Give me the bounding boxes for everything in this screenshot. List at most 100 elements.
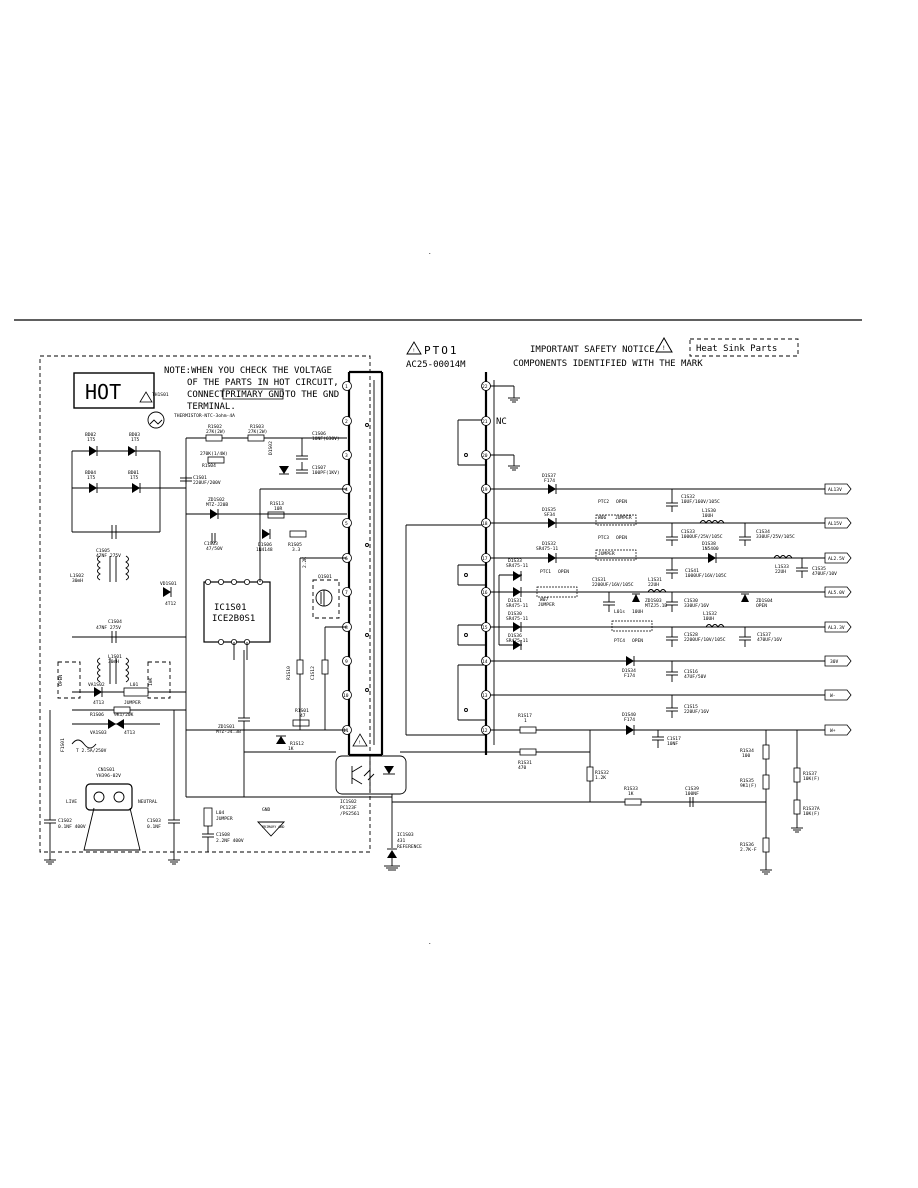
svg-text:AL5.0V: AL5.0V: [828, 590, 845, 596]
svg-text:JUMPER: JUMPER: [538, 602, 555, 608]
ic-part: ICE2B0S1: [212, 614, 255, 624]
output-tag-al3-3v: AL3.3V: [824, 621, 852, 633]
svg-text:R1S10: R1S10: [286, 666, 292, 680]
optocoupler-part1: PC123F: [340, 805, 357, 811]
svg-text:30mH: 30mH: [108, 659, 119, 665]
svg-text:10UH: 10UH: [702, 513, 713, 519]
heat-sink-label: Heat Sink Parts: [696, 344, 777, 354]
pin-label: 8: [345, 625, 348, 631]
reference-desc: REFERENCE: [397, 844, 422, 850]
svg-text:L1S32: L1S32: [703, 611, 717, 617]
svg-text:100PF(1KV): 100PF(1KV): [312, 470, 340, 476]
svg-text:2.7K-F: 2.7K-F: [740, 847, 757, 853]
svg-text:2.2NF 400V: 2.2NF 400V: [216, 838, 244, 844]
hot-area-border: [39, 355, 371, 853]
bridge-wiring: [71, 437, 347, 797]
svg-text:VA1S02: VA1S02: [88, 682, 105, 688]
svg-text:1K: 1K: [628, 791, 634, 797]
pin-label: 15: [482, 625, 488, 631]
svg-text:YH396-02V: YH396-02V: [96, 773, 121, 779]
svg-text:3.3: 3.3: [292, 547, 301, 553]
svg-text:1000UF/16V/105C: 1000UF/16V/105C: [685, 573, 727, 579]
ground-symbol: [44, 859, 56, 865]
svg-text:10K: 10K: [148, 677, 154, 686]
svg-text:L01: L01: [130, 682, 139, 688]
svg-text:R1S31: R1S31: [518, 760, 532, 766]
pin-label: 17: [482, 556, 488, 562]
svg-text:ZD1S03: ZD1S03: [645, 598, 662, 604]
svg-text:1.2K: 1.2K: [595, 775, 606, 781]
svg-text:C1S08: C1S08: [216, 832, 230, 838]
svg-text:D1S02: D1S02: [268, 441, 274, 455]
svg-text:9K1(F): 9K1(F): [740, 783, 757, 789]
pin-label: 7: [345, 590, 348, 596]
svg-text:THERMISTOR-NTC-3ohm-4A: THERMISTOR-NTC-3ohm-4A: [174, 413, 235, 419]
svg-text:MTZ-J20B: MTZ-J20B: [206, 502, 228, 508]
svg-text:R1S01: R1S01: [295, 708, 309, 714]
svg-text:27K(2W): 27K(2W): [206, 429, 225, 435]
svg-text:470UF/16V: 470UF/16V: [757, 637, 782, 643]
output-tag-al13v: AL13V: [824, 483, 852, 495]
reference-ic1s03: IC1S03 431 REFERENCE: [384, 794, 422, 871]
svg-text:C1S06: C1S06: [312, 431, 326, 437]
svg-text:10R: 10R: [274, 506, 283, 512]
svg-text:ZD1S04: ZD1S04: [756, 598, 773, 604]
page-mark-top: .: [428, 249, 432, 256]
svg-text:PTC4: PTC4: [614, 638, 625, 644]
svg-text:4T13: 4T13: [124, 730, 135, 736]
svg-text:470: 470: [518, 765, 527, 771]
svg-text:JUMPER: JUMPER: [124, 700, 141, 706]
svg-text:2200UF/10V/105C: 2200UF/10V/105C: [684, 637, 726, 643]
mosfet-q1s01: 2.2K Q1S01: [302, 557, 340, 619]
primary-gnd-note-box: [222, 388, 284, 400]
svg-text:R1S37A: R1S37A: [803, 806, 820, 812]
part-code: AC25-00014M: [406, 360, 466, 370]
nc-label: NC: [496, 417, 507, 427]
output-tag-al5-0v: AL5.0V: [824, 586, 852, 598]
svg-text:F174: F174: [624, 673, 635, 679]
svg-text:C1S07: C1S07: [312, 465, 326, 471]
svg-text:D1S32: D1S32: [542, 541, 556, 547]
svg-text:R1S13: R1S13: [270, 501, 284, 507]
svg-text:10UH: 10UH: [703, 616, 714, 622]
svg-text:1: 1: [524, 718, 527, 724]
power-connector-cn1s01: CN1S01 YH396-02V LIVE NEUTRAL: [66, 767, 158, 851]
svg-text:C1S02: C1S02: [58, 818, 72, 824]
diode-d1s02: D1S02: [268, 441, 289, 475]
svg-text:47NF 275V: 47NF 275V: [96, 625, 121, 631]
page-mark-bottom: .: [428, 939, 432, 946]
svg-text:1N4148: 1N4148: [256, 547, 273, 553]
svg-text:C1S16: C1S16: [684, 669, 698, 675]
primary-wiring: [186, 488, 392, 798]
svg-text:JUMPER: JUMPER: [216, 816, 233, 822]
part-title: PTO1: [424, 344, 459, 357]
svg-text:AL15V: AL15V: [828, 521, 842, 527]
svg-text:R1S06: R1S06: [90, 712, 104, 718]
svg-text:R1S05: R1S05: [288, 542, 302, 548]
svg-text:R1S34: R1S34: [740, 748, 754, 754]
pin-label: 3: [345, 453, 348, 459]
pin-label: 9: [345, 659, 348, 665]
svg-text:SF34: SF34: [544, 512, 555, 518]
pin-label: 13: [482, 693, 488, 699]
svg-text:2.2K: 2.2K: [302, 557, 308, 568]
svg-text:SR475-11: SR475-11: [536, 546, 558, 552]
svg-text:C1S28: C1S28: [684, 632, 698, 638]
note-line-3-box: PRIMARY GND: [225, 390, 285, 400]
